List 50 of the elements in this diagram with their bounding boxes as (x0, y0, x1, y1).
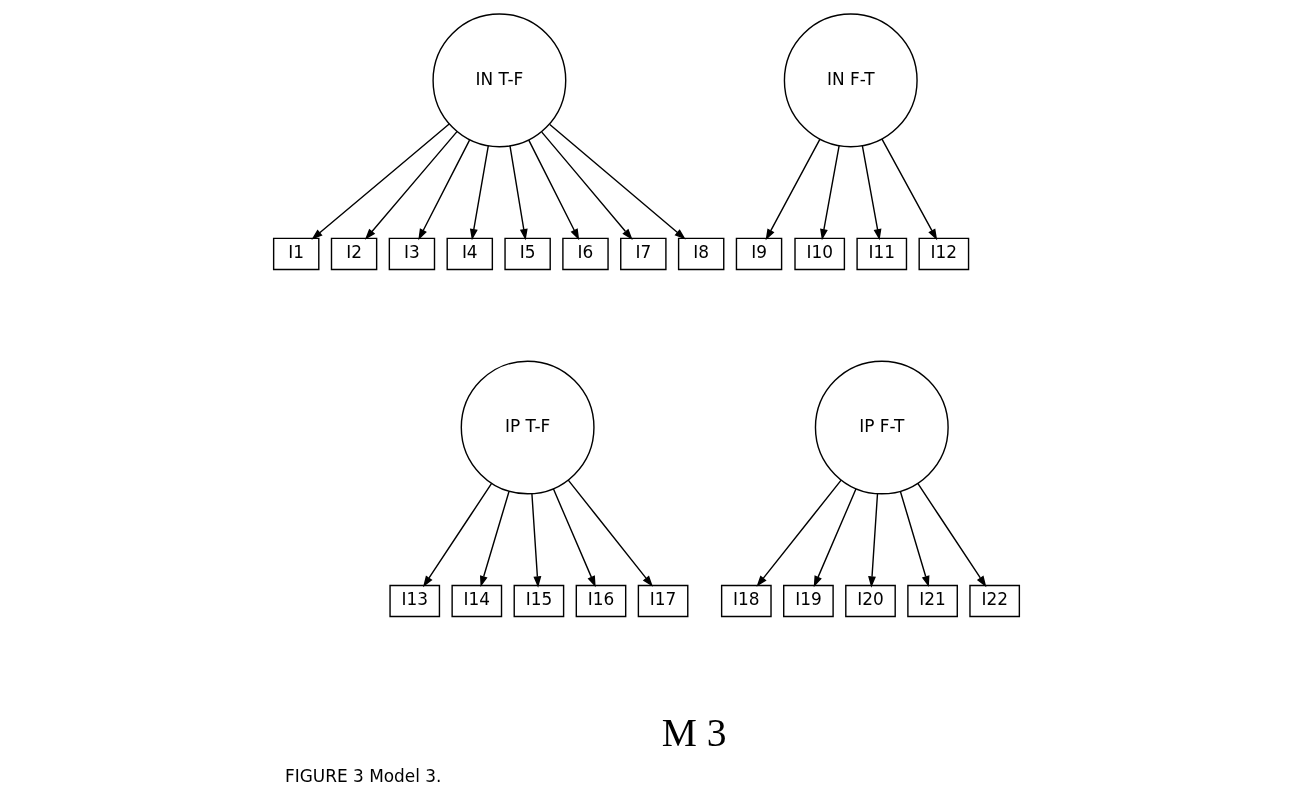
node-box: I13 (389, 584, 441, 618)
node-circle: IP T-F (460, 360, 595, 495)
arrow (418, 139, 471, 241)
node-box: I2 (330, 237, 378, 271)
arrow (756, 479, 842, 587)
node-box: I3 (388, 237, 436, 271)
node-circle: IN F-T (783, 13, 918, 148)
node-box: I12 (918, 237, 970, 271)
node-box: I11 (856, 237, 908, 271)
node-box: I18 (720, 584, 772, 618)
node-box: I19 (783, 584, 834, 618)
arrow (567, 479, 653, 587)
arrow (881, 138, 938, 241)
arrow (899, 490, 930, 588)
node-circle: IN T-F (432, 13, 567, 148)
arrow (868, 493, 879, 588)
node-circle: IP F-T (814, 360, 949, 495)
node-box: I20 (845, 584, 896, 618)
node-box: I8 (677, 237, 725, 271)
node-box: I10 (794, 237, 846, 271)
arrow (469, 145, 489, 241)
node-box: I9 (735, 237, 783, 271)
arrow (917, 482, 987, 588)
node-box: I5 (504, 237, 551, 271)
node-box: I17 (637, 584, 689, 618)
arrow (861, 145, 882, 241)
arrow (423, 482, 493, 588)
caption: FIGURE 3 Model 3. (284, 766, 442, 787)
node-box: I4 (446, 237, 494, 271)
arrow (509, 145, 528, 241)
arrow (480, 490, 510, 588)
arrow (541, 131, 633, 240)
node-box: I14 (451, 584, 503, 618)
node-box: I22 (969, 584, 1021, 618)
node-box: I15 (513, 584, 565, 618)
arrow (813, 488, 857, 588)
arrow (549, 123, 686, 240)
arrow (765, 138, 821, 241)
arrow (820, 145, 840, 241)
arrow (531, 493, 542, 588)
node-box: I7 (620, 237, 667, 271)
arrow (528, 139, 580, 241)
node-box: I6 (562, 237, 609, 271)
node-box: I16 (575, 584, 627, 618)
label: M 3 (661, 710, 727, 755)
node-box: I21 (907, 584, 958, 618)
arrow (364, 130, 458, 240)
arrow (552, 488, 596, 588)
node-box: I1 (272, 237, 320, 271)
arrow (311, 123, 450, 240)
